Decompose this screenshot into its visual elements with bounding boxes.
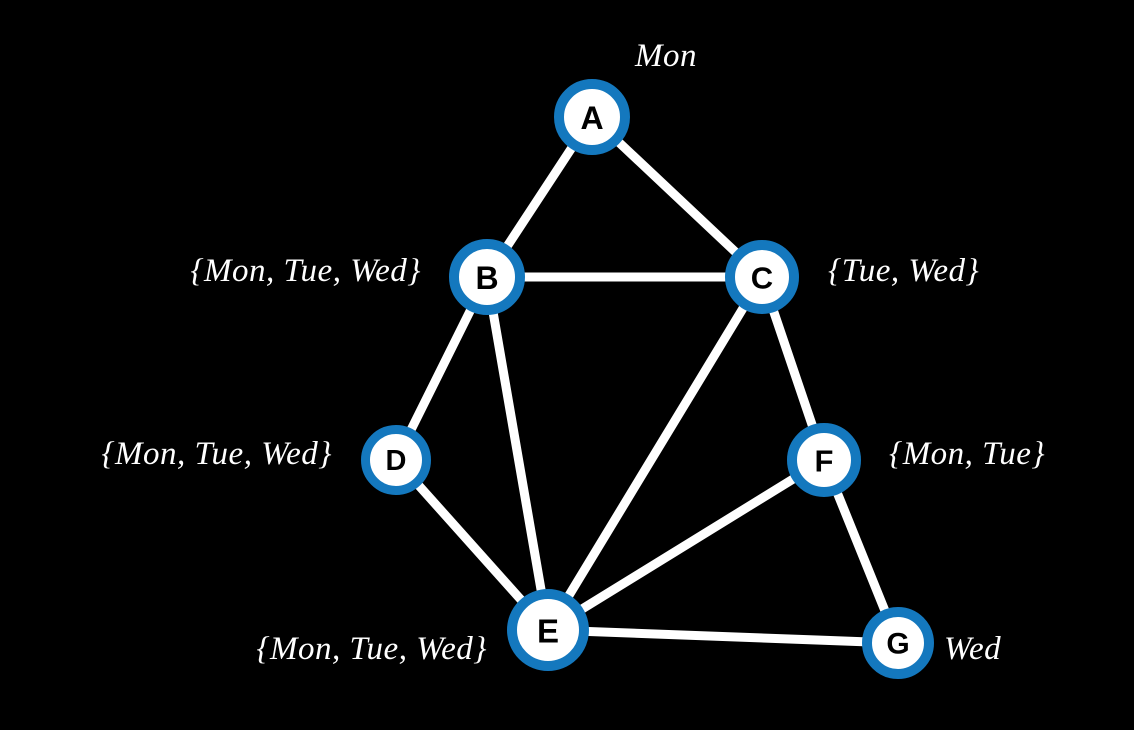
graph-edge-b-e bbox=[482, 272, 553, 635]
domain-label-d: {Mon, Tue, Wed} bbox=[101, 436, 332, 472]
domain-label-e: {Mon, Tue, Wed} bbox=[256, 631, 487, 667]
graph-node-a[interactable]: A bbox=[554, 79, 630, 155]
node-circle-b bbox=[449, 239, 525, 315]
edges-group bbox=[391, 112, 903, 648]
graph-node-f[interactable]: F bbox=[787, 423, 861, 497]
node-letter-a: A bbox=[580, 100, 603, 136]
node-letter-f: F bbox=[815, 444, 834, 479]
node-letter-e: E bbox=[537, 613, 559, 650]
graph-edge-e-f bbox=[543, 455, 829, 635]
graph-node-b[interactable]: B bbox=[449, 239, 525, 315]
node-circle-f bbox=[787, 423, 861, 497]
domain-label-g: Wed bbox=[944, 631, 1002, 667]
graph-node-g[interactable]: G bbox=[862, 607, 934, 679]
graph-edge-a-c bbox=[587, 112, 767, 282]
graph-edge-c-e bbox=[543, 272, 767, 635]
domain-label-c: {Tue, Wed} bbox=[828, 253, 980, 289]
graph-node-c[interactable]: C bbox=[725, 240, 799, 314]
graph-edge-e-g bbox=[543, 625, 903, 648]
node-letter-d: D bbox=[386, 445, 407, 477]
domain-label-f: {Mon, Tue} bbox=[889, 436, 1046, 472]
node-circle-g bbox=[862, 607, 934, 679]
node-circle-a bbox=[554, 79, 630, 155]
nodes-group: A B C D E F G bbox=[361, 79, 934, 679]
node-circle-d bbox=[361, 425, 431, 495]
node-letter-c: C bbox=[751, 261, 773, 296]
graph-node-e[interactable]: E bbox=[507, 589, 589, 671]
node-circle-e bbox=[507, 589, 589, 671]
graph-node-d[interactable]: D bbox=[361, 425, 431, 495]
node-letter-b: B bbox=[475, 260, 498, 296]
domain-label-a: Mon bbox=[635, 38, 697, 74]
domain-label-b: {Mon, Tue, Wed} bbox=[190, 253, 421, 289]
node-circle-c bbox=[725, 240, 799, 314]
node-letter-g: G bbox=[886, 628, 909, 661]
